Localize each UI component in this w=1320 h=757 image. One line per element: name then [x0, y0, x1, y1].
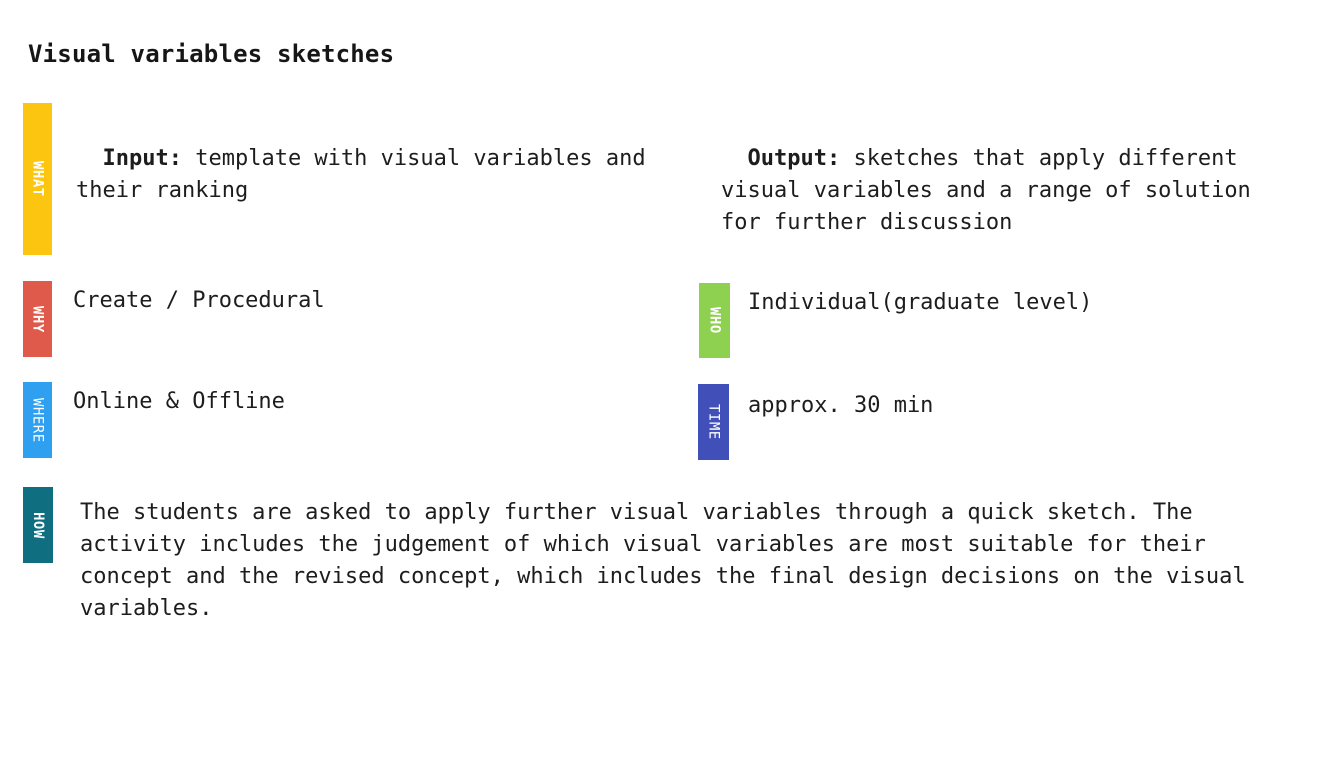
why-tag: WHY	[23, 281, 52, 357]
page-title: Visual variables sketches	[28, 40, 395, 68]
where-tag: WHERE	[23, 382, 52, 458]
why-tag-label: WHY	[29, 305, 46, 333]
where-text: Online & Offline	[73, 389, 285, 414]
what-tag-label: WHAT	[29, 161, 46, 197]
where-tag-label: WHERE	[29, 397, 46, 443]
input-text: template with visual variables and their…	[76, 146, 659, 203]
input-description: Input: template with visual variables an…	[76, 111, 656, 207]
who-tag-label: WHO	[706, 307, 723, 334]
how-tag-label: HOW	[30, 511, 46, 539]
output-label: Output:	[747, 146, 841, 171]
time-text: approx. 30 min	[748, 393, 934, 418]
output-description: Output: sketches that apply different vi…	[721, 111, 1301, 239]
who-tag: WHO	[699, 283, 730, 358]
output-text: sketches that apply different visual var…	[721, 146, 1265, 235]
time-tag-label: TIME	[705, 404, 722, 440]
what-tag: WHAT	[23, 103, 52, 255]
how-text: The students are asked to apply further …	[80, 500, 1259, 621]
time-tag: TIME	[698, 384, 729, 460]
who-text: Individual(graduate level)	[748, 290, 1093, 315]
how-tag: HOW	[23, 487, 53, 563]
why-text: Create / Procedural	[73, 288, 325, 313]
input-label: Input:	[102, 146, 182, 171]
